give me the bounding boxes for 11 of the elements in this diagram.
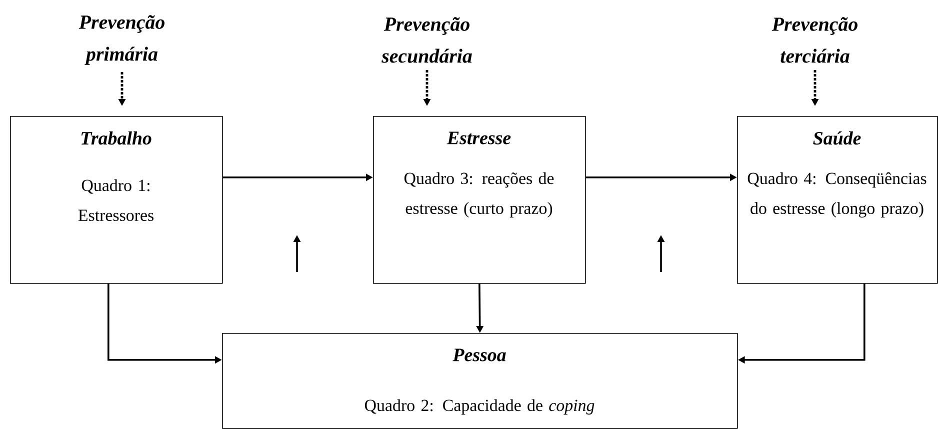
box-text: Quadro 4: Conseqüências do estresse (longo prazo) [748,172,926,218]
box-heading: Trabalho [81,131,152,145]
box-text: Quadro 3: reações de estresse (curto prazo) [404,172,554,218]
prevention-label: Prevenção primária [78,15,164,65]
box-heading: Pessoa [452,348,506,362]
prevention-label: Prevenção secundária [382,17,472,63]
box-text: Quadro 2: Capacidade de coping [364,399,594,415]
prevention-label: Prevenção terciária [772,17,858,63]
box-heading: Saúde [813,131,861,145]
box-heading: Estresse [446,132,511,144]
box-text: Quadro 1: Estressores [78,179,154,222]
